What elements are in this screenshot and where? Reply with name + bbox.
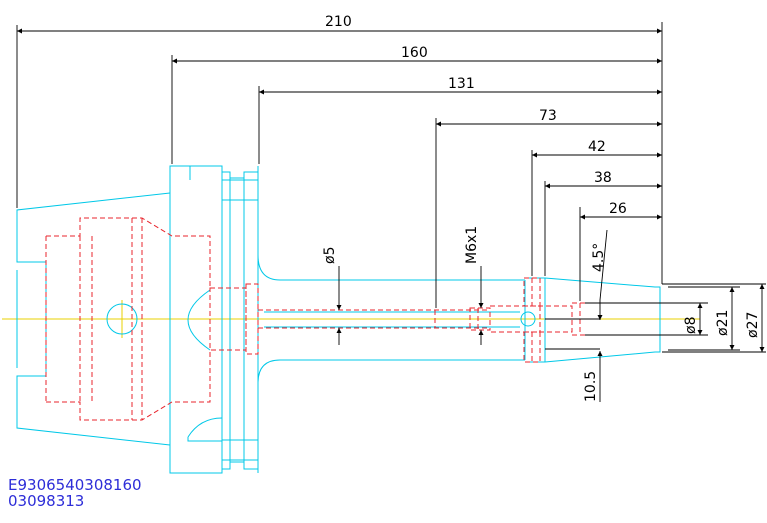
dim-neck-to-end: 131 — [448, 76, 475, 92]
dim-total-length: 210 — [325, 14, 352, 30]
tool-holder-outline — [16, 165, 661, 474]
part-code-line-1: E9306540308160 — [8, 476, 142, 494]
dim-shoulder-to-end: 38 — [594, 170, 612, 186]
dim-flange-to-end: 160 — [401, 45, 428, 61]
dim-nose-offset: 10.5 — [583, 371, 599, 402]
dim-nose-dia: ø21 — [715, 310, 731, 336]
dim-groove-to-end: 42 — [588, 139, 606, 155]
part-code: E9306540308160 03098313 — [8, 477, 142, 509]
dimension-labels: 210 160 131 73 42 38 26 ø5 M6x1 4.5° ø8 … — [322, 14, 761, 402]
dimension-lines — [16, 22, 766, 402]
dim-hole-dia: ø5 — [322, 247, 338, 264]
dim-body-dia: ø27 — [745, 312, 761, 338]
dim-taper-angle: 4.5° — [591, 243, 607, 272]
dim-bore-dia: ø8 — [683, 317, 699, 334]
dim-nose-to-end: 26 — [609, 201, 627, 217]
dim-thread: M6x1 — [464, 226, 480, 264]
dim-thread-to-end: 73 — [539, 108, 557, 124]
part-code-line-2: 03098313 — [8, 492, 85, 510]
